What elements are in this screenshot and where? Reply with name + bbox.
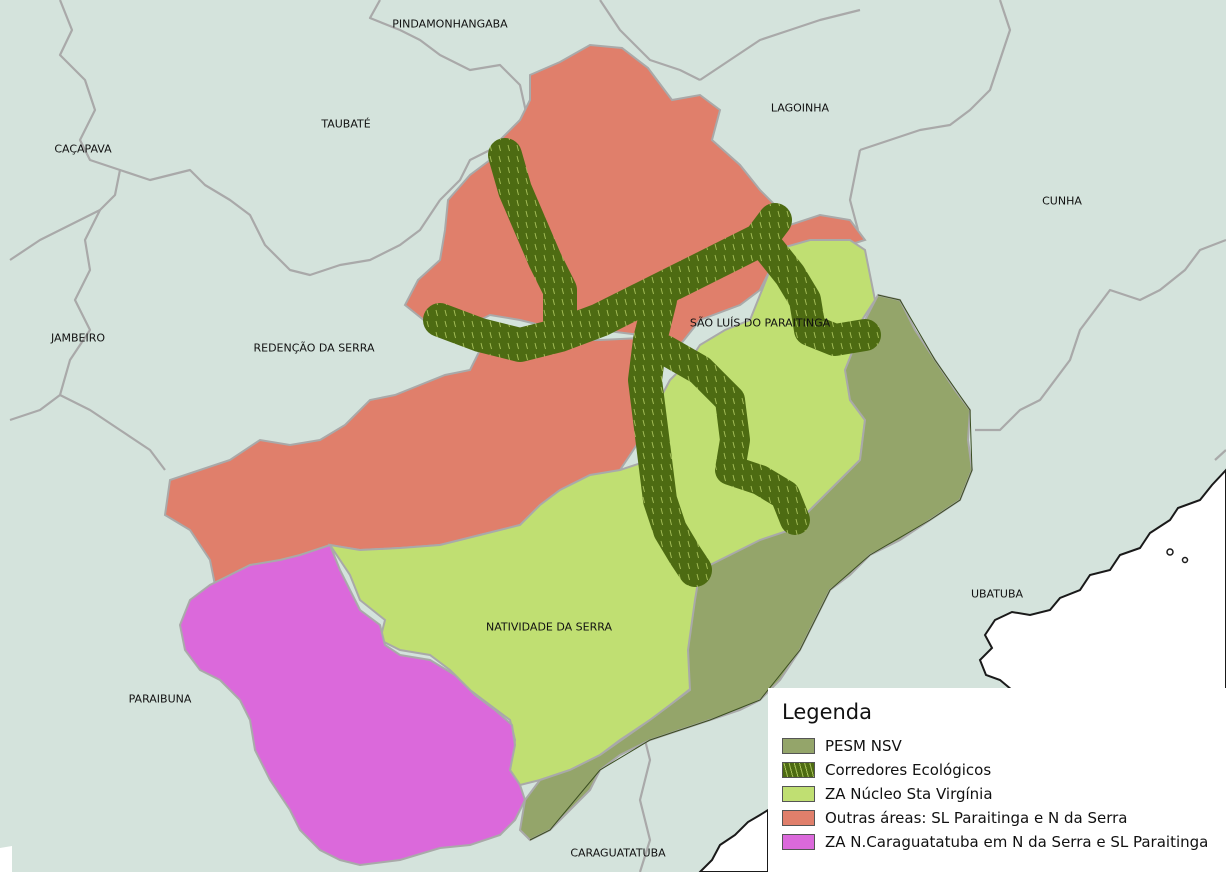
legend-item-za-caraguatatuba: ZA N.Caraguatatuba em N da Serra e SL Pa…: [782, 830, 1212, 854]
municipal-borders: [9, 0, 1226, 872]
legend: Legenda PESM NSV Corredores Ecológicos Z…: [768, 688, 1226, 872]
legend-item-corredores: Corredores Ecológicos: [782, 758, 1212, 782]
label-redencao-da-serra: REDENÇÃO DA SERRA: [253, 341, 375, 355]
label-sao-luis-do-paraitinga: SÃO LUÍS DO PARAITINGA: [689, 316, 831, 330]
legend-swatch-za-nucleo: [782, 786, 815, 802]
legend-label: ZA N.Caraguatatuba em N da Serra e SL Pa…: [825, 833, 1209, 851]
legend-item-pesm-nsv: PESM NSV: [782, 734, 1212, 758]
label-jambeiro: JAMBEIRO: [50, 331, 106, 345]
label-ubatuba: UBATUBA: [970, 587, 1024, 601]
legend-swatch-za-caraguatatuba: [782, 834, 815, 850]
legend-swatch-pesm-nsv: [782, 738, 815, 754]
legend-label: Corredores Ecológicos: [825, 761, 992, 779]
island: [1166, 548, 1174, 556]
legend-label: PESM NSV: [825, 737, 902, 755]
label-pindamonhangaba: PINDAMONHANGABA: [392, 17, 508, 31]
corredores-ecologicos: [423, 138, 881, 587]
sea-edge: [0, 846, 12, 872]
za-n-caraguatatuba: [178, 543, 527, 867]
label-cunha: CUNHA: [1042, 194, 1082, 208]
study-area-outline: [529, 294, 973, 841]
island: [1181, 556, 1189, 564]
label-taubate: TAUBATÉ: [321, 117, 371, 131]
label-natividade-da-serra: NATIVIDADE DA SERRA: [486, 620, 612, 634]
legend-swatch-corredores: [782, 762, 815, 778]
legend-item-outras-areas: Outras áreas: SL Paraitinga e N da Serra: [782, 806, 1212, 830]
legend-label: ZA Núcleo Sta Virgínia: [825, 785, 993, 803]
sea-area: [978, 468, 1226, 691]
label-lagoinha: LAGOINHA: [770, 101, 830, 115]
label-paraibuna: PARAIBUNA: [128, 692, 192, 706]
label-caraguatatuba: CARAGUATATUBA: [570, 846, 666, 860]
legend-item-za-nucleo: ZA Núcleo Sta Virgínia: [782, 782, 1212, 806]
legend-swatch-outras-areas: [782, 810, 815, 826]
label-cacapava: CAÇAPAVA: [54, 142, 112, 156]
legend-label: Outras áreas: SL Paraitinga e N da Serra: [825, 809, 1128, 827]
outras-areas-north: [403, 43, 867, 352]
legend-title: Legenda: [782, 700, 873, 724]
